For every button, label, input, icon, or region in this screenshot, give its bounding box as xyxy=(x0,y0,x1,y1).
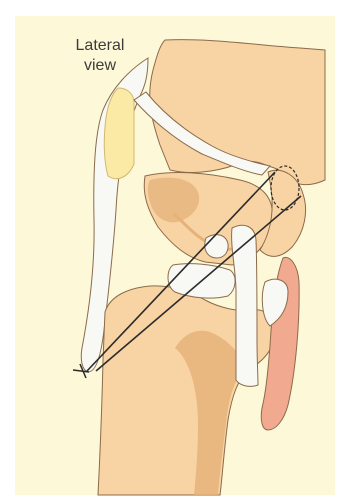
caption-line-view: view xyxy=(64,56,136,76)
figure-caption: Lateral view xyxy=(64,36,136,76)
popliteus-tendon xyxy=(232,225,258,386)
tendon-origin xyxy=(205,235,228,258)
caption-line-lateral: Lateral xyxy=(64,36,136,56)
